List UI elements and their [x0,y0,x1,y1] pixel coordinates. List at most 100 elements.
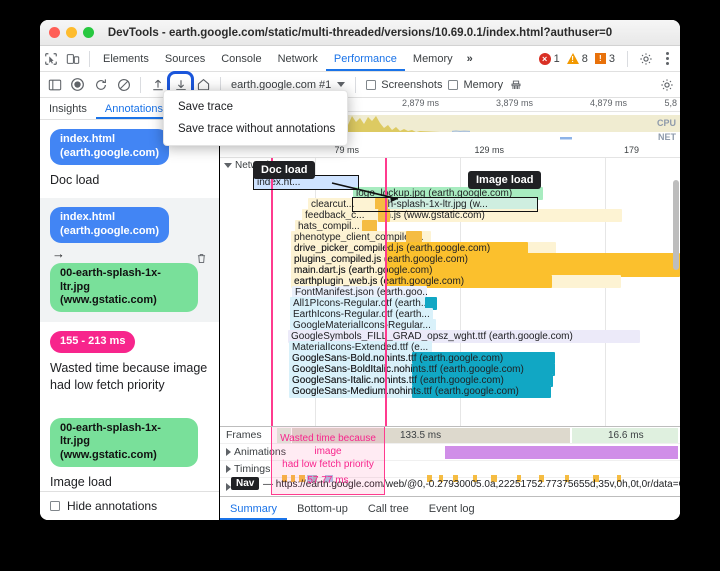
load-trace-icon[interactable] [147,74,168,95]
menu-item-save-trace-without-annotations[interactable]: Save trace without annotations [178,123,336,135]
annotation-duration-chip: 155 - 213 ms [50,331,136,353]
more-tabs-button[interactable]: » [466,52,473,65]
track-nav[interactable] [220,478,680,495]
network-row[interactable]: 00-earth-splash-1x-ltr.jpg (w... [353,198,537,211]
performance-settings-icon[interactable] [660,78,680,92]
network-bar [425,297,437,310]
error-count[interactable]: × 1 [538,52,560,65]
annotation-item-4[interactable]: 00-earth-splash-1x-ltr.jpg (www.gstatic.… [40,404,219,491]
network-bar [375,198,388,211]
performance-toolbar: earth.google.com #1 Screenshots Memory [40,71,680,98]
inspect-element-icon[interactable] [40,48,62,70]
target-selector[interactable]: earth.google.com #1 [227,79,349,91]
network-row[interactable]: All1PIcons-Regular.otf (earth.... [290,297,437,310]
network-row[interactable]: phenotype_client_compiled... [291,231,431,244]
checkbox-box-memory [448,79,459,90]
network-row-label-overlay: GoogleSans-BoldItalic.nohints.ttf (earth… [292,364,524,375]
delete-annotation-icon[interactable] [195,252,208,268]
tab-memory[interactable]: Memory [412,52,453,65]
details-tab-event-log[interactable]: Event log [428,502,475,515]
close-window-button[interactable] [49,27,60,38]
network-row[interactable]: MaterialIcons-Extended.ttf (e... [289,341,432,354]
tab-elements[interactable]: Elements [103,52,149,65]
network-row[interactable]: logo_lockup.jpg (earth.google.com) [353,187,543,200]
tab-network[interactable]: Network [277,52,318,65]
sidebar-tab-annotations[interactable]: Annotations [96,98,172,119]
annotation-item-2[interactable]: index.html (earth.google.com) → 00-earth… [40,198,219,323]
record-button[interactable] [67,74,88,95]
animation-bar[interactable] [445,446,678,459]
memory-checkbox[interactable]: Memory [448,79,503,91]
collect-garbage-icon[interactable] [505,74,526,95]
screenshots-checkbox[interactable]: Screenshots [366,79,442,91]
hide-annotations-checkbox[interactable]: Hide annotations [40,491,219,520]
network-row-label-overlay: earthplugin_web.js (earth.google.com) [294,276,465,287]
track-animations-label: Animations [220,446,286,458]
network-row[interactable]: feedback_c... [302,209,390,222]
network-row[interactable]: lazy.min.js (www.gstatic.com) [352,209,622,222]
network-row[interactable]: GoogleMaterialIcons-Regular... [290,319,436,332]
main-body: Insights Annotations index.html (earth.g… [40,98,680,520]
overview-tick: 3,879 ms [495,98,533,108]
track-frames[interactable]: Frames [220,427,680,444]
toolbar-divider-1 [140,76,141,93]
track-nav-expander[interactable] [220,482,234,491]
menu-item-save-trace[interactable]: Save trace [178,101,233,113]
settings-gear-icon[interactable] [635,48,657,70]
clear-button[interactable] [113,74,134,95]
track-animations[interactable]: Animations [220,444,680,461]
flame-vertical-scrollbar[interactable] [673,180,679,270]
nav-tag[interactable]: Nav [231,477,260,490]
details-tab-call-tree[interactable]: Call tree [367,502,409,515]
annotation-item-3[interactable]: 155 - 213 ms Wasted time because image h… [40,322,219,404]
network-row[interactable]: FontManifest.json (earth.goo... [292,286,427,299]
warning-count[interactable]: 8 [566,53,588,65]
chevron-right-icon [226,465,231,473]
network-bar [385,242,528,255]
save-trace-icon[interactable] [167,71,194,98]
wasted-time-line-2: had low fetch priority [282,459,374,470]
more-options-icon[interactable] [659,52,676,65]
wasted-time-overlay[interactable]: Wasted time because image had low fetch … [271,427,385,495]
memory-label: Memory [463,78,504,91]
network-row[interactable]: hats_compil... [295,220,377,233]
network-bar [412,363,555,376]
selected-entry-outline-2 [352,197,538,212]
track-animations-text: Animations [234,446,286,458]
network-bar [412,374,553,387]
toggle-sidebar-icon[interactable] [44,74,65,95]
annotations-sidebar: Insights Annotations index.html (earth.g… [40,98,220,520]
network-bar [362,220,377,233]
tab-console[interactable]: Console [221,52,262,65]
track-timings[interactable]: Timings [220,461,680,478]
timings-markers [282,475,621,482]
network-row[interactable]: GoogleSymbols_FILL_GRAD_opsz_wght.ttf (e… [288,330,640,343]
maximize-window-button[interactable] [83,27,94,38]
marker-line-end [385,158,387,426]
overview-tick: 2,879 ms [401,98,439,108]
track-timings-label: Timings [220,463,276,475]
network-row[interactable]: clearcut... [308,198,388,211]
wasted-time-duration: 57.77 ms [307,475,349,486]
network-row[interactable]: EarthIcons-Regular.otf (earth... [290,308,433,321]
annotation-item-1[interactable]: index.html (earth.google.com) Doc load [40,120,219,198]
minimize-window-button[interactable] [66,27,77,38]
overview-tick: 5,8 [664,98,677,108]
details-tab-summary[interactable]: Summary [220,497,287,520]
network-row-label-overlay: plugins_compiled.js (earth.google.com) [294,254,468,265]
tab-sources[interactable]: Sources [164,52,206,65]
reload-and-record-button[interactable] [90,74,111,95]
track-frames-label: Frames [226,429,262,441]
flame-chart[interactable]: Network index.ht... logo_lockup.jpg (ear… [220,158,680,426]
annotation-text: Wasted time because image had low fetch … [50,360,208,392]
tab-performance[interactable]: Performance [326,46,405,71]
sidebar-tab-insights[interactable]: Insights [49,102,87,115]
network-bar [412,352,555,365]
details-tab-bottom-up[interactable]: Bottom-up [297,502,348,515]
home-icon[interactable] [193,74,214,95]
save-trace-menu[interactable]: Save trace Save trace without annotation… [163,90,348,146]
device-toolbar-icon[interactable] [62,48,84,70]
info-count[interactable]: ! 3 [594,53,615,65]
window-controls[interactable] [40,27,94,38]
cpu-track-label: CPU [656,118,676,128]
